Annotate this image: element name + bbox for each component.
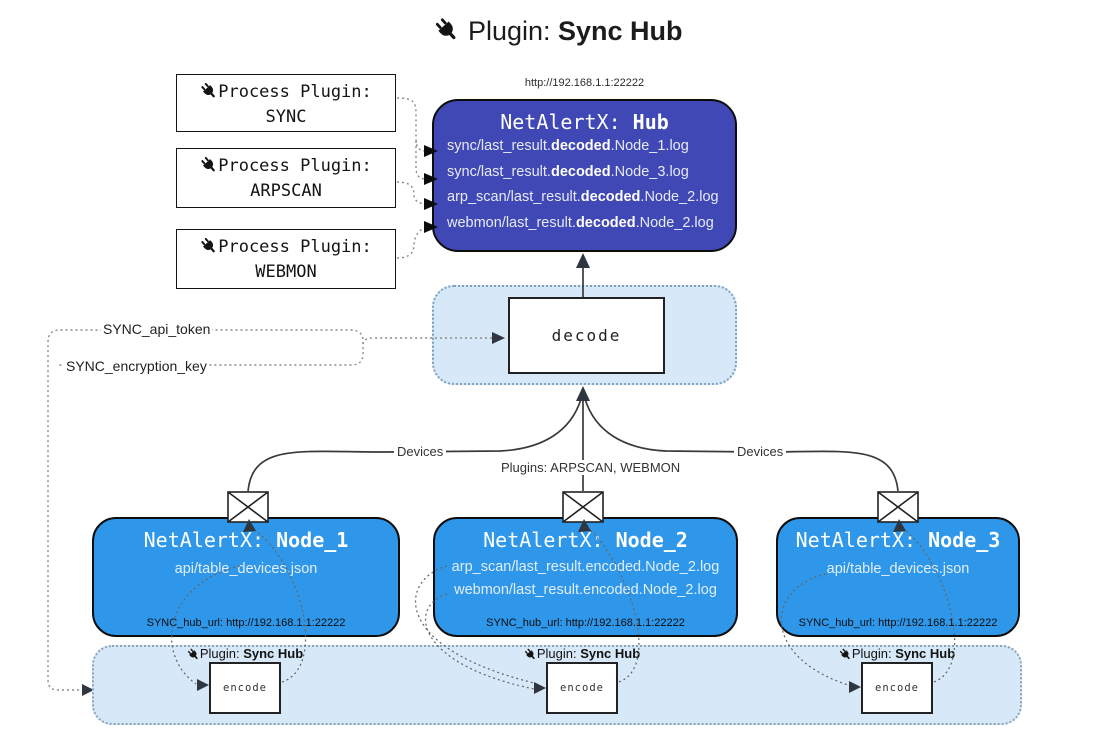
process-plugin-name: ARPSCAN: [250, 180, 322, 201]
log-pre: sync/last_result.: [447, 163, 551, 180]
encode-label: encode: [223, 682, 267, 694]
encode-label: encode: [875, 682, 919, 694]
node-title-prefix: NetAlertX:: [143, 528, 277, 552]
band-plugin-label: Plugin: Sync Hub: [165, 646, 325, 661]
hub-box: NetAlertX: Hub sync/last_result.decoded.…: [432, 99, 737, 252]
node-hub-url: SYNC_hub_url: http://192.168.1.1:22222: [486, 617, 685, 629]
node-title-name: Node_2: [615, 528, 688, 552]
plug-icon: [524, 648, 535, 660]
decode-label: decode: [551, 326, 622, 345]
decode-box: decode: [508, 297, 665, 374]
process-plugin-arpscan: Process Plugin: ARPSCAN: [176, 148, 396, 208]
process-plugin-label: Process Plugin:: [218, 156, 372, 176]
encode-box: encode: [546, 662, 618, 714]
log-bold: decoded: [575, 214, 636, 231]
plug-icon: [201, 156, 216, 172]
log-pre: arp_scan/last_result.: [447, 189, 581, 205]
node-1-box: NetAlertX: Node_1 api/table_devices.json…: [92, 517, 400, 637]
process-plugin-webmon: Process Plugin: WEBMON: [176, 229, 396, 289]
plug-icon: [839, 648, 850, 660]
log-bold: decoded: [550, 163, 611, 180]
band-label-name: Sync Hub: [580, 646, 641, 661]
encode-box: encode: [209, 662, 281, 714]
node-file-line: webmon/last_result.encoded.Node_2.log: [454, 582, 717, 598]
hub-url: http://192.168.1.1:22222: [524, 77, 645, 89]
band-label-name: Sync Hub: [243, 646, 304, 661]
process-plugin-name: WEBMON: [255, 261, 317, 282]
page-title: Plugin: Sync Hub: [0, 16, 1117, 47]
node-file-line: api/table_devices.json: [826, 561, 970, 577]
band-label-name: Sync Hub: [895, 646, 956, 661]
plug-icon: [201, 237, 216, 253]
node-title-prefix: NetAlertX:: [795, 528, 929, 552]
plugins-label-center: Plugins: ARPSCAN, WEBMON: [498, 460, 684, 475]
band-plugin-label: Plugin: Sync Hub: [502, 646, 662, 661]
log-bold: decoded: [580, 189, 641, 205]
log-post: .Node_3.log: [610, 163, 689, 180]
log-post: .Node_2.log: [635, 214, 714, 231]
plug-icon: [436, 18, 456, 40]
page-title-name: Sync Hub: [558, 16, 683, 46]
node-title-name: Node_1: [276, 528, 349, 552]
hub-log-line: sync/last_result.decoded.Node_1.log: [434, 134, 735, 160]
hub-log-line: arp_scan/last_result.decoded.Node_2.log: [434, 185, 735, 211]
node-title: NetAlertX: Node_3: [778, 528, 1018, 552]
node-title-name: Node_3: [928, 528, 1001, 552]
node-hub-url: SYNC_hub_url: http://192.168.1.1:22222: [798, 617, 998, 629]
node-file-line: arp_scan/last_result.encoded.Node_2.log: [451, 559, 720, 575]
node-hub-url: SYNC_hub_url: http://192.168.1.1:22222: [146, 617, 346, 629]
log-post: .Node_1.log: [610, 138, 689, 154]
hub-title-prefix: NetAlertX:: [500, 110, 633, 134]
node-2-box: NetAlertX: Node_2 arp_scan/last_result.e…: [433, 517, 738, 637]
band-plugin-label: Plugin: Sync Hub: [817, 646, 977, 661]
encode-label: encode: [560, 682, 604, 694]
hub-title: NetAlertX: Hub: [434, 110, 735, 134]
sync-encryption-key-label: SYNC_encryption_key: [64, 358, 209, 374]
node-title: NetAlertX: Node_1: [94, 528, 398, 552]
band-label-prefix: Plugin:: [851, 646, 896, 661]
band-label-prefix: Plugin:: [536, 646, 581, 661]
process-plugin-label: Process Plugin:: [218, 237, 372, 257]
hub-log-line: webmon/last_result.decoded.Node_2.log: [434, 211, 735, 237]
hub-title-name: Hub: [632, 110, 669, 134]
node-title-prefix: NetAlertX:: [483, 528, 616, 552]
node-title: NetAlertX: Node_2: [435, 528, 736, 552]
process-plugin-label: Process Plugin:: [218, 82, 372, 102]
page-title-prefix: Plugin:: [467, 16, 559, 46]
node-file-line: api/table_devices.json: [174, 561, 318, 577]
band-label-prefix: Plugin:: [199, 646, 244, 661]
log-pre: sync/last_result.: [447, 138, 551, 154]
sync-api-token-label: SYNC_api_token: [101, 321, 213, 337]
devices-label-left: Devices: [394, 444, 447, 459]
process-plugin-sync: Process Plugin: SYNC: [176, 74, 396, 132]
devices-label-right: Devices: [734, 444, 787, 459]
log-bold: decoded: [550, 138, 611, 154]
plug-icon: [201, 82, 216, 98]
node-3-box: NetAlertX: Node_3 api/table_devices.json…: [776, 517, 1020, 637]
log-post: .Node_2.log: [640, 189, 719, 205]
process-plugin-name: SYNC: [265, 106, 307, 127]
encode-box: encode: [861, 662, 933, 714]
log-pre: webmon/last_result.: [447, 214, 576, 231]
plug-icon: [187, 648, 198, 660]
hub-log-line: sync/last_result.decoded.Node_3.log: [434, 160, 735, 186]
